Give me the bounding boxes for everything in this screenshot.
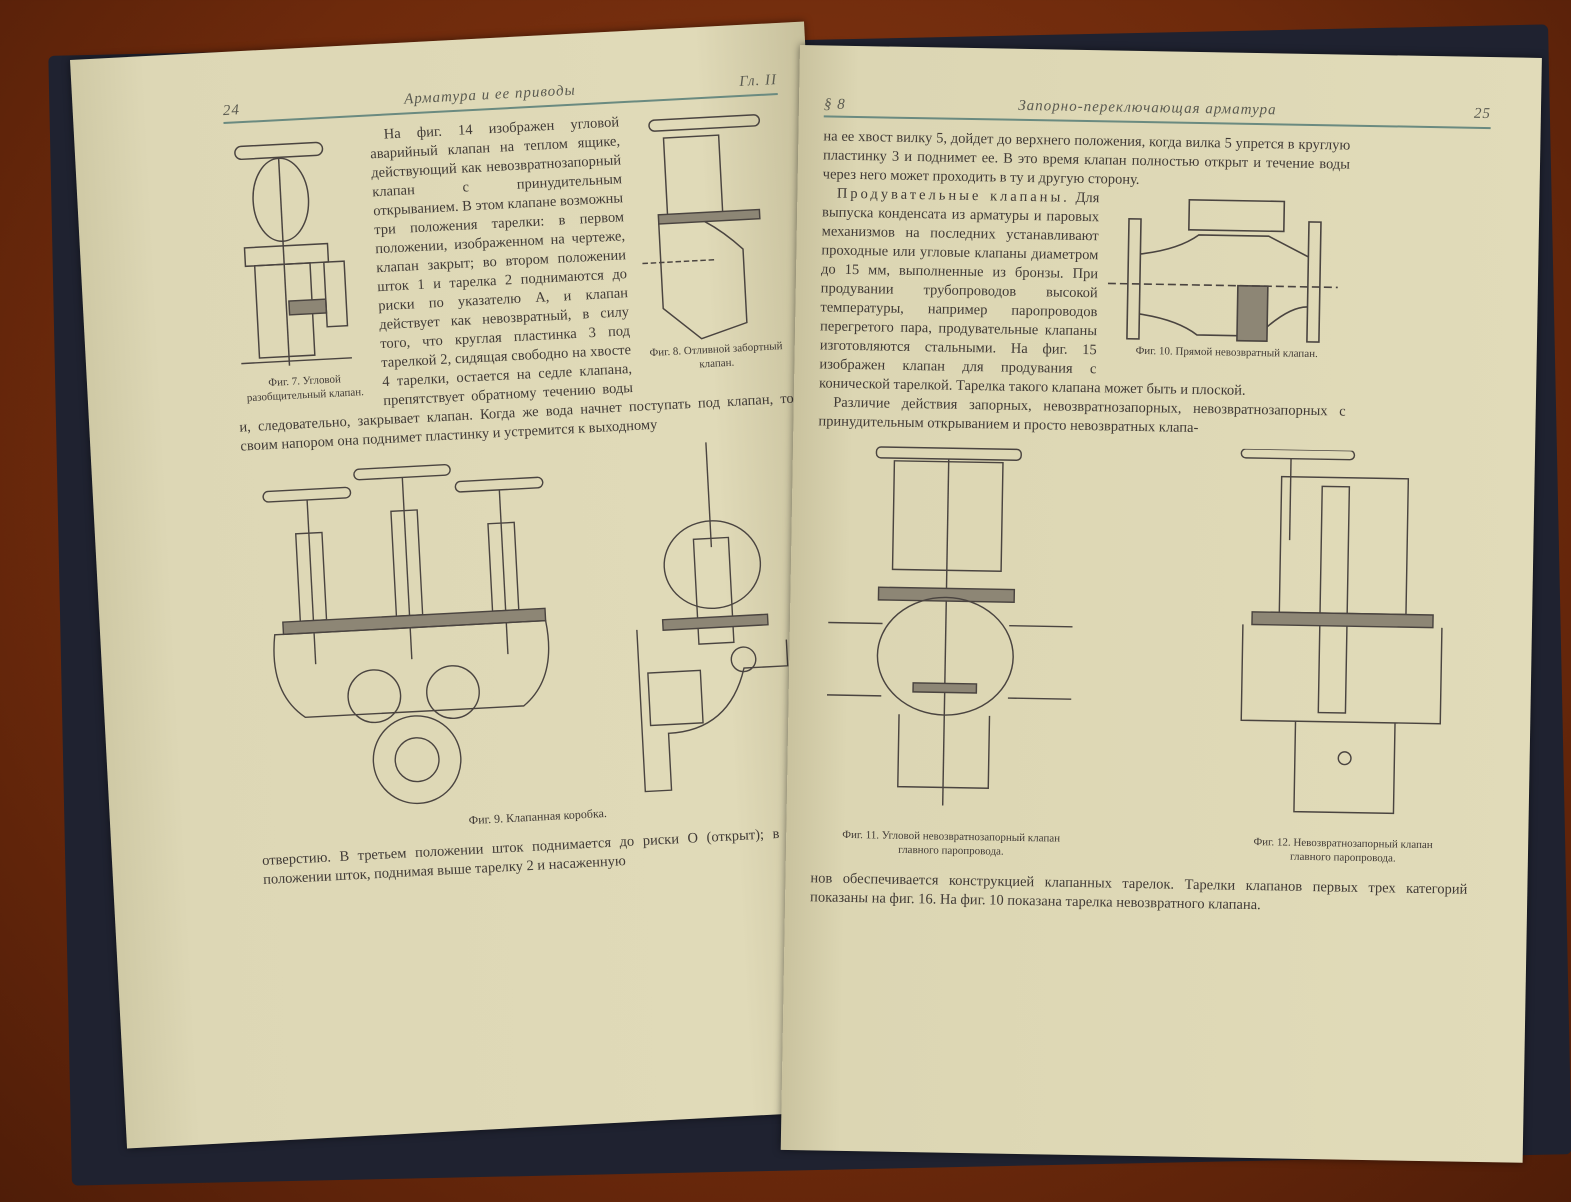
figure-11-drawing xyxy=(826,446,1073,806)
figure-10-drawing xyxy=(1107,199,1338,343)
figures-11-12: Фиг. 11. Угловой невозвратнозапорный кла… xyxy=(811,441,1475,866)
right-diff-paragraph: Различие действия запорных, невозвратноз… xyxy=(818,393,1346,440)
right-bottom-paragraph-text: нов обеспечивается конструкцией клапанны… xyxy=(809,870,1468,914)
right-bottom-paragraph: нов обеспечивается конструкцией клапанны… xyxy=(810,869,1468,918)
chapter-label: Гл. II xyxy=(738,72,778,90)
right-page: § 8 Запорно-переключающая арматура 25 на… xyxy=(780,45,1542,1163)
page-number: 24 xyxy=(222,102,241,120)
right-blow-section: Фиг. 10. Прямой невозвратный клапан. Про… xyxy=(819,184,1350,402)
left-top-section: Фиг. 7. Угловой разобщительный клапан. Ф… xyxy=(224,105,795,457)
figure-12-drawing xyxy=(1240,448,1443,815)
figure-11-caption: Фиг. 11. Угловой невозвратнозапорный кла… xyxy=(842,828,1061,858)
figure-9-section-drawing xyxy=(636,442,789,793)
figure-10: Фиг. 10. Прямой невозвратный клапан. xyxy=(1107,193,1350,361)
running-title: Запорно-переключающая арматура xyxy=(1018,97,1277,119)
right-top-paragraph-text: на ее хвост вилку 5, дойдет до верхнего … xyxy=(822,128,1351,188)
figure-11: Фиг. 11. Угловой невозвратнозапорный кла… xyxy=(811,441,1098,860)
figure-9-valve-box-drawing xyxy=(262,463,550,805)
figure-8: Фиг. 8. Отливной забортный клапан. xyxy=(629,109,792,374)
figure-9 xyxy=(242,438,815,817)
left-page: 24 Арматура и ее приводы Гл. II Фиг. 7. … xyxy=(70,21,862,1149)
right-diff-paragraph-text: Различие действия запорных, невозвратноз… xyxy=(818,394,1346,437)
figure-12: Фиг. 12. Невозвратнозапорный клапан глав… xyxy=(1218,448,1475,866)
page-number: 25 xyxy=(1473,105,1492,123)
figure-12-caption: Фиг. 12. Невозвратнозапорный клапан глав… xyxy=(1253,836,1433,865)
right-top-paragraph: на ее хвост вилку 5, дойдет до верхнего … xyxy=(823,127,1351,193)
figure-8-drawing xyxy=(642,114,761,340)
right-page-header: § 8 Запорно-переключающая арматура 25 xyxy=(823,85,1492,130)
blow-heading: Продувательные клапаны. xyxy=(836,185,1071,206)
running-title: Арматура и ее приводы xyxy=(403,82,577,108)
figure-7-drawing xyxy=(234,141,352,366)
section-label: § 8 xyxy=(823,96,846,113)
figure-7: Фиг. 7. Угловой разобщительный клапан. xyxy=(224,131,373,406)
